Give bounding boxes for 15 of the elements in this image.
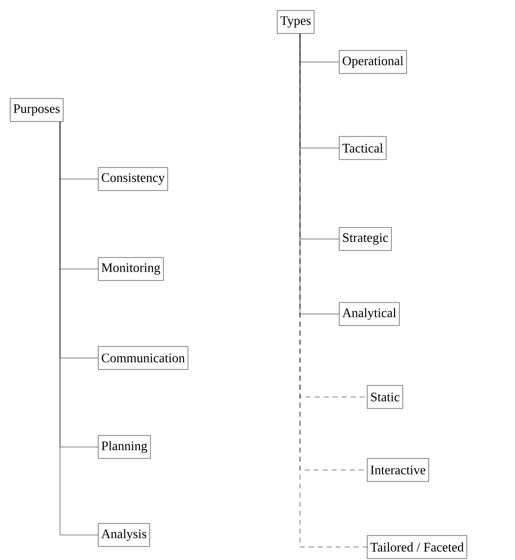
label-box: Static xyxy=(367,385,403,409)
label-box: Monitoring xyxy=(98,257,164,281)
label-box: Consistency xyxy=(98,167,168,191)
label-box: Purposes xyxy=(10,98,64,122)
label-box: Interactive xyxy=(367,458,429,482)
label-box: Communication xyxy=(98,346,188,370)
label-box: Types xyxy=(277,10,314,34)
label-box: Tactical xyxy=(339,136,386,160)
label-box: Strategic xyxy=(339,227,392,251)
label-box: Planning xyxy=(98,435,151,459)
label-box: Tailored / Faceted xyxy=(367,535,468,559)
label-box: Operational xyxy=(339,50,407,74)
label-box: Analysis xyxy=(98,523,150,547)
connector xyxy=(60,122,98,536)
label-box: Analytical xyxy=(339,302,400,326)
